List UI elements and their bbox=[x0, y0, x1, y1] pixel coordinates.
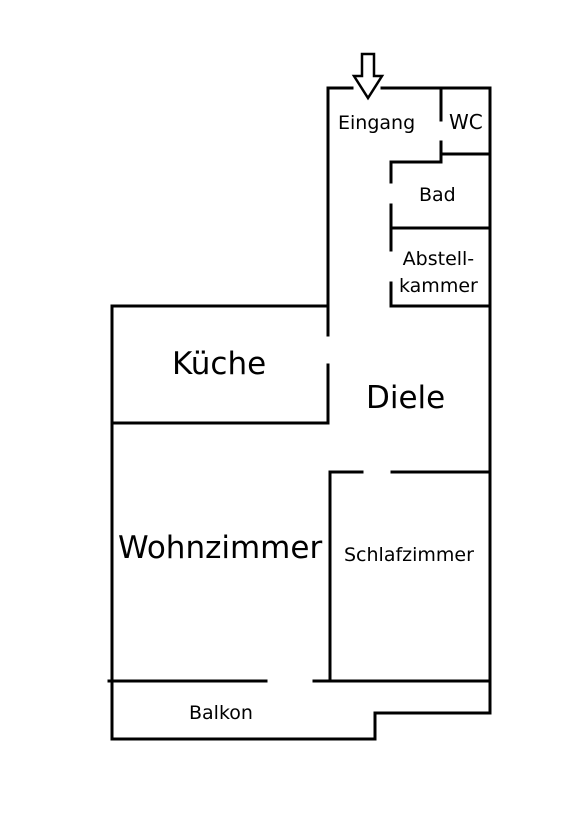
outer-walls bbox=[110, 86, 492, 741]
room-label-bad: Bad bbox=[419, 184, 456, 206]
down-arrow-icon bbox=[351, 52, 385, 101]
room-label-balkon: Balkon bbox=[189, 702, 253, 724]
room-label-wc: WC bbox=[449, 110, 483, 134]
room-label-eingang: Eingang bbox=[338, 112, 416, 134]
room-label-diele: Diele bbox=[366, 380, 446, 416]
room-label-wohnzimmer: Wohnzimmer bbox=[118, 530, 323, 566]
interior-walls bbox=[107, 86, 492, 683]
room-label-schlafzimmer: Schlafzimmer bbox=[344, 544, 474, 566]
room-label-kueche: Küche bbox=[172, 346, 267, 382]
room-label-abstellkammer: Abstell- kammer bbox=[399, 246, 478, 300]
room-label-abstellkammer-line1: Abstell- bbox=[402, 248, 475, 270]
room-label-abstellkammer-line2: kammer bbox=[399, 275, 478, 297]
